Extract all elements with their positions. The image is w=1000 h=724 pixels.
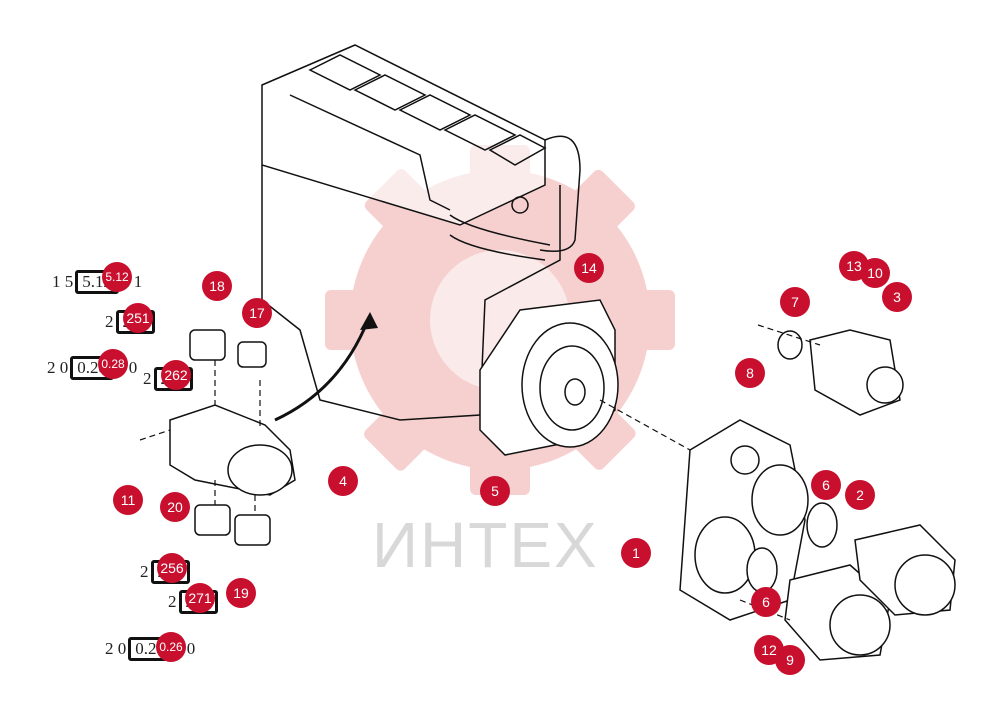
- assembly-arrow: [274, 319, 370, 422]
- callout-0-28[interactable]: 0.28: [98, 349, 128, 379]
- callout-6[interactable]: 6: [811, 470, 841, 500]
- callout-8[interactable]: 8: [735, 358, 765, 388]
- callout-2[interactable]: 2: [845, 480, 875, 510]
- callout-256[interactable]: 256: [157, 553, 187, 583]
- callout-6b[interactable]: 6: [751, 587, 781, 617]
- watermark-text: ИНТЕХ: [372, 509, 599, 581]
- callout-3[interactable]: 3: [882, 282, 912, 312]
- callout-271[interactable]: 271: [185, 583, 215, 613]
- callout-251[interactable]: 251: [123, 303, 153, 333]
- callout-17[interactable]: 17: [242, 298, 272, 328]
- gearbox-assembly-right: [679, 329, 956, 661]
- assembly-arrow-head: [360, 312, 378, 330]
- callout-12[interactable]: 12: [754, 635, 784, 665]
- flywheel-housing: [479, 299, 619, 456]
- callout-19[interactable]: 19: [226, 578, 256, 608]
- callout-1[interactable]: 1: [621, 538, 651, 568]
- callout-5-12[interactable]: 5.12: [102, 262, 132, 292]
- callout-20[interactable]: 20: [160, 492, 190, 522]
- leader-lines: [139, 324, 821, 621]
- hydraulic-pump-left: [169, 329, 296, 546]
- callout-13[interactable]: 13: [839, 251, 869, 281]
- callout-18[interactable]: 18: [202, 271, 232, 301]
- callout-7[interactable]: 7: [780, 287, 810, 317]
- callout-14[interactable]: 14: [574, 253, 604, 283]
- callout-5[interactable]: 5: [480, 476, 510, 506]
- callout-4[interactable]: 4: [328, 466, 358, 496]
- callout-11[interactable]: 11: [113, 485, 143, 515]
- engine-block: [261, 44, 581, 421]
- callout-0-26[interactable]: 0.26: [156, 632, 186, 662]
- callout-262[interactable]: 262: [161, 360, 191, 390]
